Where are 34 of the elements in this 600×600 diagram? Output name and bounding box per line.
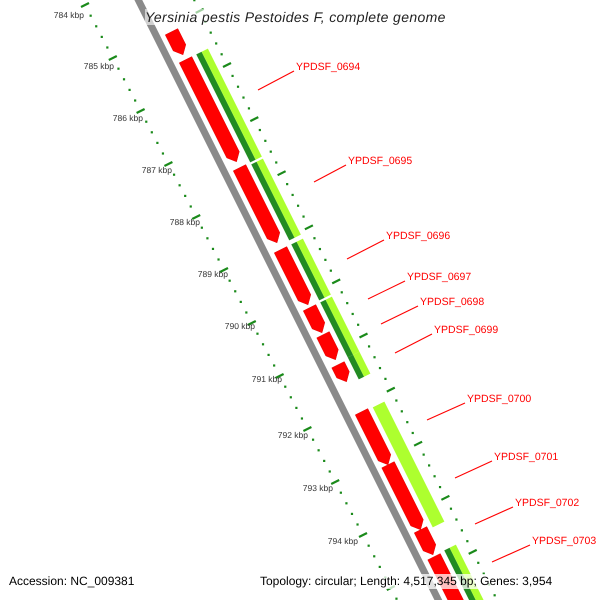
footer-text: Accession: NC_009381 <box>9 574 134 589</box>
gene-label: YPDSF_0697 <box>407 271 472 284</box>
scale-label: 785 kbp <box>84 61 114 72</box>
scale-label: 793 kbp <box>302 483 333 494</box>
title: Yersinia pestis Pestoides F, complete genome <box>145 9 446 25</box>
gene-label: YPDSF_0703 <box>532 535 596 548</box>
leader-line <box>346 240 384 260</box>
gene-label: YPDSF_0696 <box>386 230 450 243</box>
gene-label: YPDSF_0700 <box>467 393 532 406</box>
scale-label: 784 kbp <box>54 10 84 21</box>
leader-line <box>394 334 432 354</box>
leader-line <box>426 402 466 420</box>
gene-label: YPDSF_0695 <box>348 155 412 168</box>
leader-line <box>492 544 530 562</box>
footer-text: Topology: circular; Length: 4,517,345 bp; Genes: 3,954 <box>260 574 552 589</box>
scale-label: 791 kbp <box>252 374 282 385</box>
leader-line <box>368 280 406 300</box>
gene-label: YPDSF_0699 <box>434 324 498 337</box>
scale-label: 790 kbp <box>224 321 255 332</box>
scale-label: 792 kbp <box>278 430 308 441</box>
gene-label: YPDSF_0694 <box>296 61 360 74</box>
leader-line <box>314 164 346 182</box>
scale-label: 788 kbp <box>170 217 200 228</box>
leader-line <box>454 460 492 478</box>
gene-label: YPDSF_0702 <box>515 497 580 510</box>
gene-label: YPDSF_0698 <box>420 296 484 309</box>
scale-label: 789 kbp <box>198 269 228 280</box>
scale-label: 794 kbp <box>328 536 358 547</box>
leader-line <box>258 70 294 90</box>
leader-line <box>380 306 418 324</box>
gene-label: YPDSF_0701 <box>494 451 558 464</box>
leader-line <box>474 506 514 524</box>
scale-label: 786 kbp <box>112 113 143 124</box>
scale-label: 787 kbp <box>142 165 172 176</box>
